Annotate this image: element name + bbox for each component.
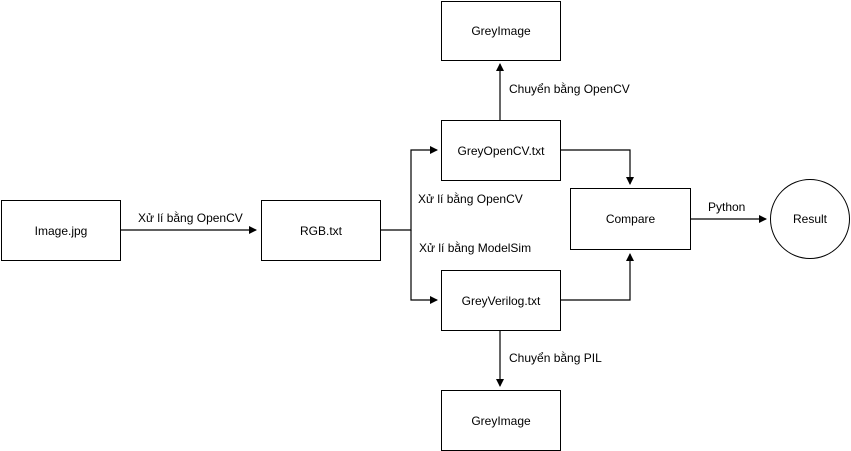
edge-label-rgb-to-verilog: Xử lí bằng ModelSim <box>419 241 532 255</box>
node-result[interactable]: Result <box>770 179 850 259</box>
node-rgb-txt[interactable]: RGB.txt <box>261 200 381 261</box>
edge-rgb-to-opencv <box>381 146 438 231</box>
edge-label-verilog-to-greyimage: Chuyển bằng PIL <box>509 351 602 365</box>
node-image-jpg[interactable]: Image.jpg <box>1 200 121 261</box>
node-rgb-txt-label: RGB.txt <box>299 223 342 238</box>
edge-rgb-to-verilog <box>410 230 438 304</box>
node-compare-label: Compare <box>605 212 656 226</box>
edge-opencv-to-compare <box>560 149 634 185</box>
node-image-jpg-label: Image.jpg <box>34 223 88 238</box>
node-grey-image-bottom-label: GreyImage <box>471 413 531 428</box>
node-grey-opencv-txt[interactable]: GreyOpenCV.txt <box>441 120 561 181</box>
node-grey-image-top[interactable]: GreyImage <box>441 1 561 61</box>
edge-label-rgb-to-opencv: Xử lí bằng OpenCV <box>418 192 523 206</box>
node-grey-image-top-label: GreyImage <box>471 24 531 38</box>
node-compare[interactable]: Compare <box>570 188 691 250</box>
edge-label-compare-to-result: Python <box>708 200 746 214</box>
node-grey-image-bottom[interactable]: GreyImage <box>441 390 561 451</box>
edge-label-opencv-to-greyimage: Chuyển bằng OpenCV <box>509 82 630 96</box>
node-grey-opencv-txt-label: GreyOpenCV.txt <box>457 143 545 158</box>
node-grey-verilog-txt-label: GreyVerilog.txt <box>461 293 541 308</box>
node-result-label: Result <box>792 212 827 226</box>
node-grey-verilog-txt[interactable]: GreyVerilog.txt <box>441 270 561 331</box>
edge-label-image-to-rgb: Xử lí bằng OpenCV <box>138 211 243 225</box>
edge-verilog-to-compare <box>560 253 634 301</box>
